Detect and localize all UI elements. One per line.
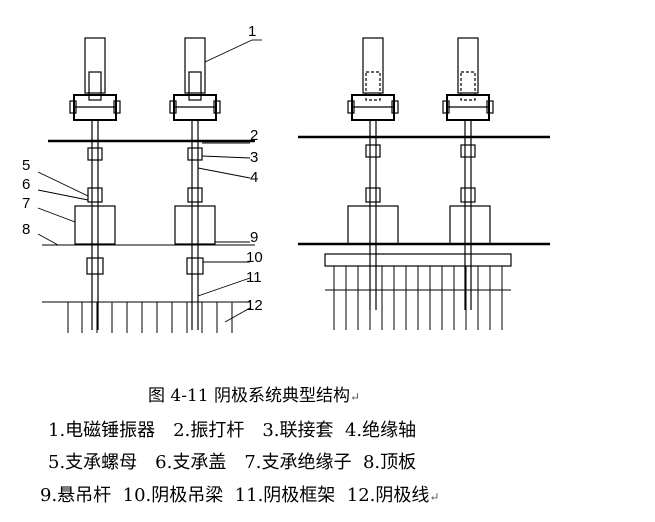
label-3: 3 [250,149,258,166]
label-7: 7 [22,195,30,212]
right-assembly-1 [347,37,399,310]
paragraph-mark: ↵ [350,390,361,404]
label-12: 12 [246,297,263,314]
label-6: 6 [22,176,30,193]
left-assembly-2 [169,37,221,330]
right-assembly-2 [442,37,494,310]
legend-row-3: 9.悬吊杆 10.阴极吊梁 11.阴极框架 12.阴极线↵ [40,481,439,507]
label-11: 11 [246,269,262,286]
legend-row-1: 1.电磁锤振器 2.振打杆 3.联接套 4.绝缘轴 [48,420,417,441]
legend-row-3-text: 9.悬吊杆 10.阴极吊梁 11.阴极框架 12.阴极线 [40,485,430,506]
caption-title: 图 4-11 阴极系统典型结构 [148,386,350,406]
label-5: 5 [22,157,30,174]
label-10: 10 [246,249,263,266]
legend-row-2: 5.支承螺母 6.支承盖 7.支承绝缘子 8.顶板 [48,452,417,473]
cathode-system-diagram: 1 2 3 4 5 6 7 8 9 10 11 12 [22,23,550,333]
label-2: 2 [250,127,258,144]
figure-caption: 图 4-11 阴极系统典型结构↵ [148,381,655,406]
label-1: 1 [248,23,256,40]
label-9: 9 [250,229,258,246]
label-8: 8 [22,221,30,238]
label-4: 4 [250,169,258,186]
left-assembly-1 [69,37,121,330]
paragraph-mark: ↵ [429,490,440,504]
